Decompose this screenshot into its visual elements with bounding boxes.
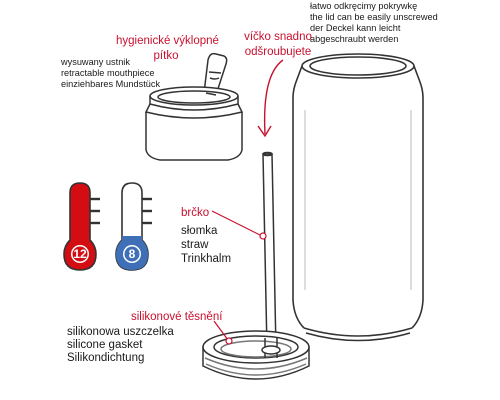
mouthpiece-desc-en: retractable mouthpiece — [61, 68, 155, 78]
unscrew-arrow — [257, 59, 284, 138]
gasket-pointer — [213, 320, 233, 345]
lid-desc-de: der Deckel kann leicht — [310, 23, 401, 33]
lid-title-line1: víčko snadno — [244, 31, 312, 43]
cold-thermometer — [115, 182, 152, 271]
gasket-desc-en: silicone gasket — [67, 339, 143, 351]
mouthpiece-desc-pl: wysuwany ustnik — [61, 57, 130, 67]
straw-pointer — [211, 210, 267, 240]
lid-title: víčko snadno odšroubujete — [238, 31, 318, 59]
lid-desc-de2: abgeschraubt werden — [310, 34, 399, 44]
lid-title-line2: odšroubujete — [244, 46, 312, 58]
lid-desc-en: the lid can be easily unscrewed — [310, 12, 438, 22]
mouthpiece-desc: wysuwany ustnik retractable mouthpiece e… — [61, 57, 160, 90]
straw-desc-en: straw — [181, 239, 209, 251]
mouthpiece-desc-de: einziehbares Mundstück — [61, 79, 161, 89]
straw — [262, 151, 277, 351]
hot-thermometer-value: 12 — [73, 247, 87, 261]
lid-desc: łatwo odkręcimy pokrywkę the lid can be … — [310, 1, 438, 45]
mouthpiece-title: hygienické výklopné pítko — [116, 35, 219, 63]
straw-title: brčko — [181, 207, 210, 219]
lid-desc-pl: łatwo odkręcimy pokrywkę — [310, 1, 418, 11]
gasket-desc: silikonowa uszczelka silicone gasket Sil… — [67, 326, 174, 365]
mouthpiece-title-line2: pítko — [153, 50, 179, 62]
can-body — [292, 53, 424, 342]
silicone-gasket-ring — [202, 330, 310, 380]
gasket-title: silikonové těsnění — [131, 311, 223, 323]
straw-desc: słomka straw Trinkhalm — [181, 224, 231, 266]
straw-desc-pl: słomka — [181, 225, 218, 237]
cold-thermometer-value: 8 — [128, 247, 136, 261]
gasket-desc-de: Silikondichtung — [67, 352, 145, 364]
gasket-desc-pl: silikonowa uszczelka — [67, 326, 174, 338]
lid-with-mouthpiece — [144, 52, 244, 161]
straw-desc-de: Trinkhalm — [181, 253, 232, 265]
hot-thermometer — [63, 182, 100, 271]
mouthpiece-title-line1: hygienické výklopné — [116, 35, 219, 47]
